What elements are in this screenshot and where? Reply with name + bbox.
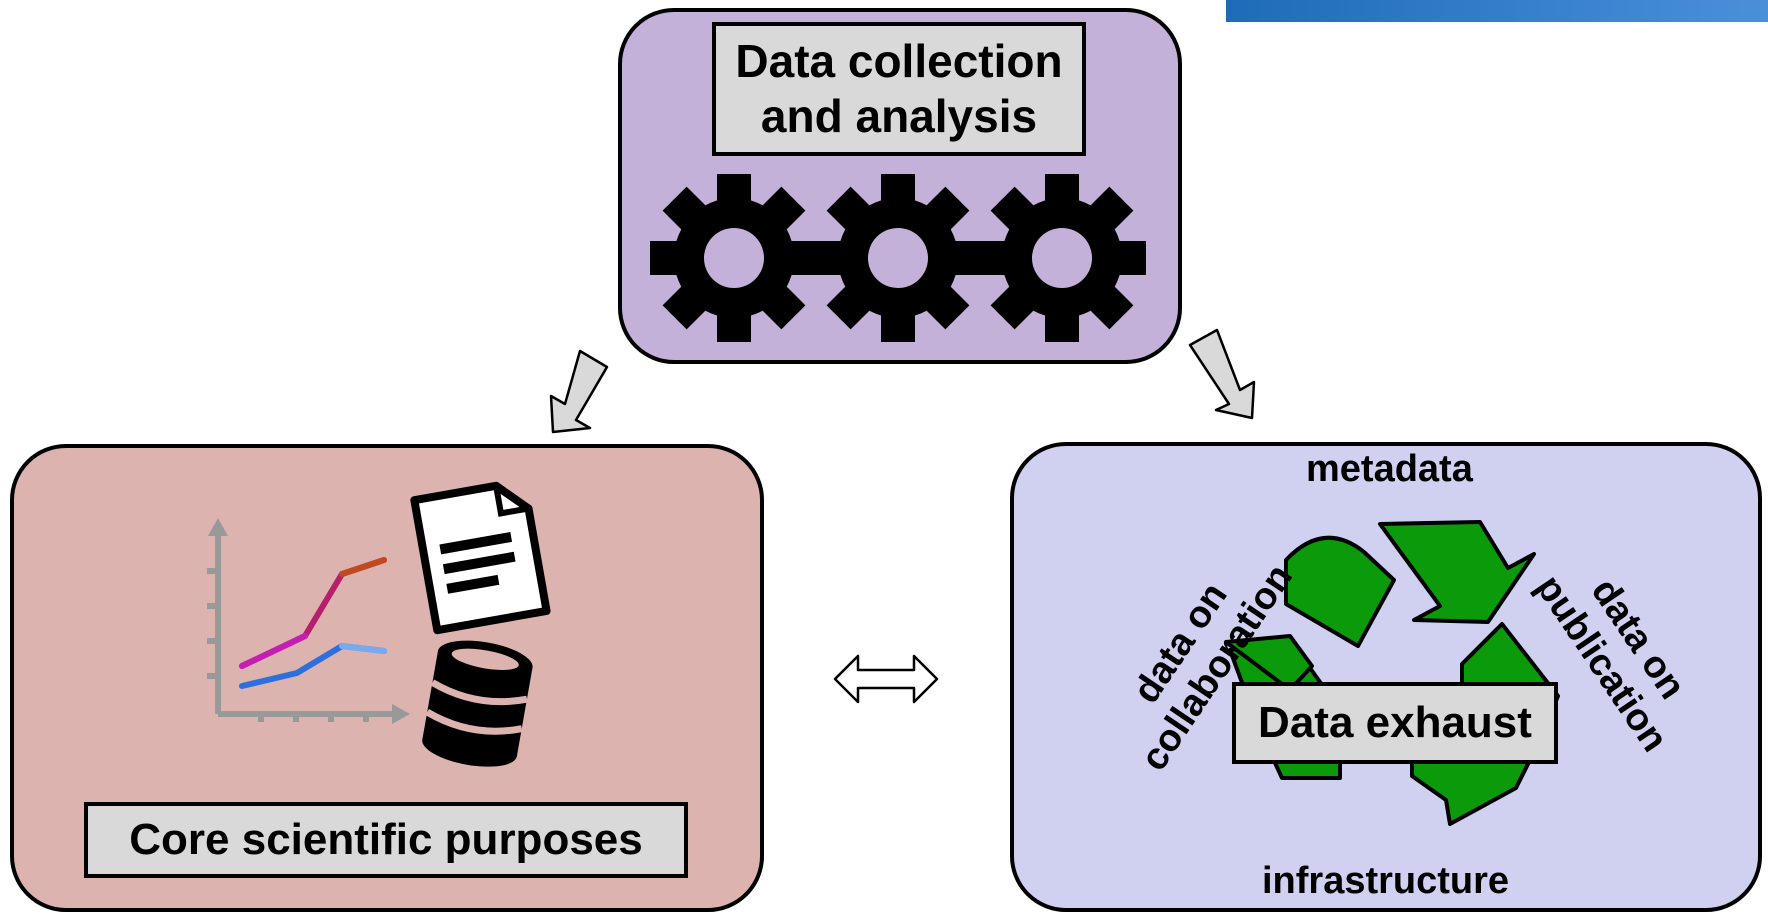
data-exhaust-box bbox=[1010, 442, 1762, 912]
arrow-to-core-purposes bbox=[549, 349, 609, 434]
data-collection-label: Data collection and analysis bbox=[712, 22, 1086, 156]
arrow-to-data-exhaust bbox=[1188, 328, 1256, 420]
infrastructure-label: infrastructure bbox=[1262, 860, 1510, 902]
line-chart-icon bbox=[207, 518, 410, 724]
data-exhaust-label: Data exhaust bbox=[1232, 682, 1558, 764]
core-purposes-label-text: Core scientific purposes bbox=[129, 814, 643, 864]
document-icon bbox=[410, 481, 551, 635]
metadata-label: metadata bbox=[1306, 448, 1473, 490]
bidirectional-arrow bbox=[833, 654, 939, 704]
gear-icon bbox=[814, 174, 982, 342]
data-exhaust-label-text: Data exhaust bbox=[1258, 697, 1532, 747]
database-icon bbox=[422, 640, 533, 767]
top-banner-strip bbox=[1226, 0, 1768, 22]
gear-icon bbox=[978, 174, 1146, 342]
core-purposes-label: Core scientific purposes bbox=[84, 802, 688, 878]
data-collection-label-text: Data collection and analysis bbox=[735, 34, 1063, 142]
gear-icon bbox=[650, 174, 818, 342]
